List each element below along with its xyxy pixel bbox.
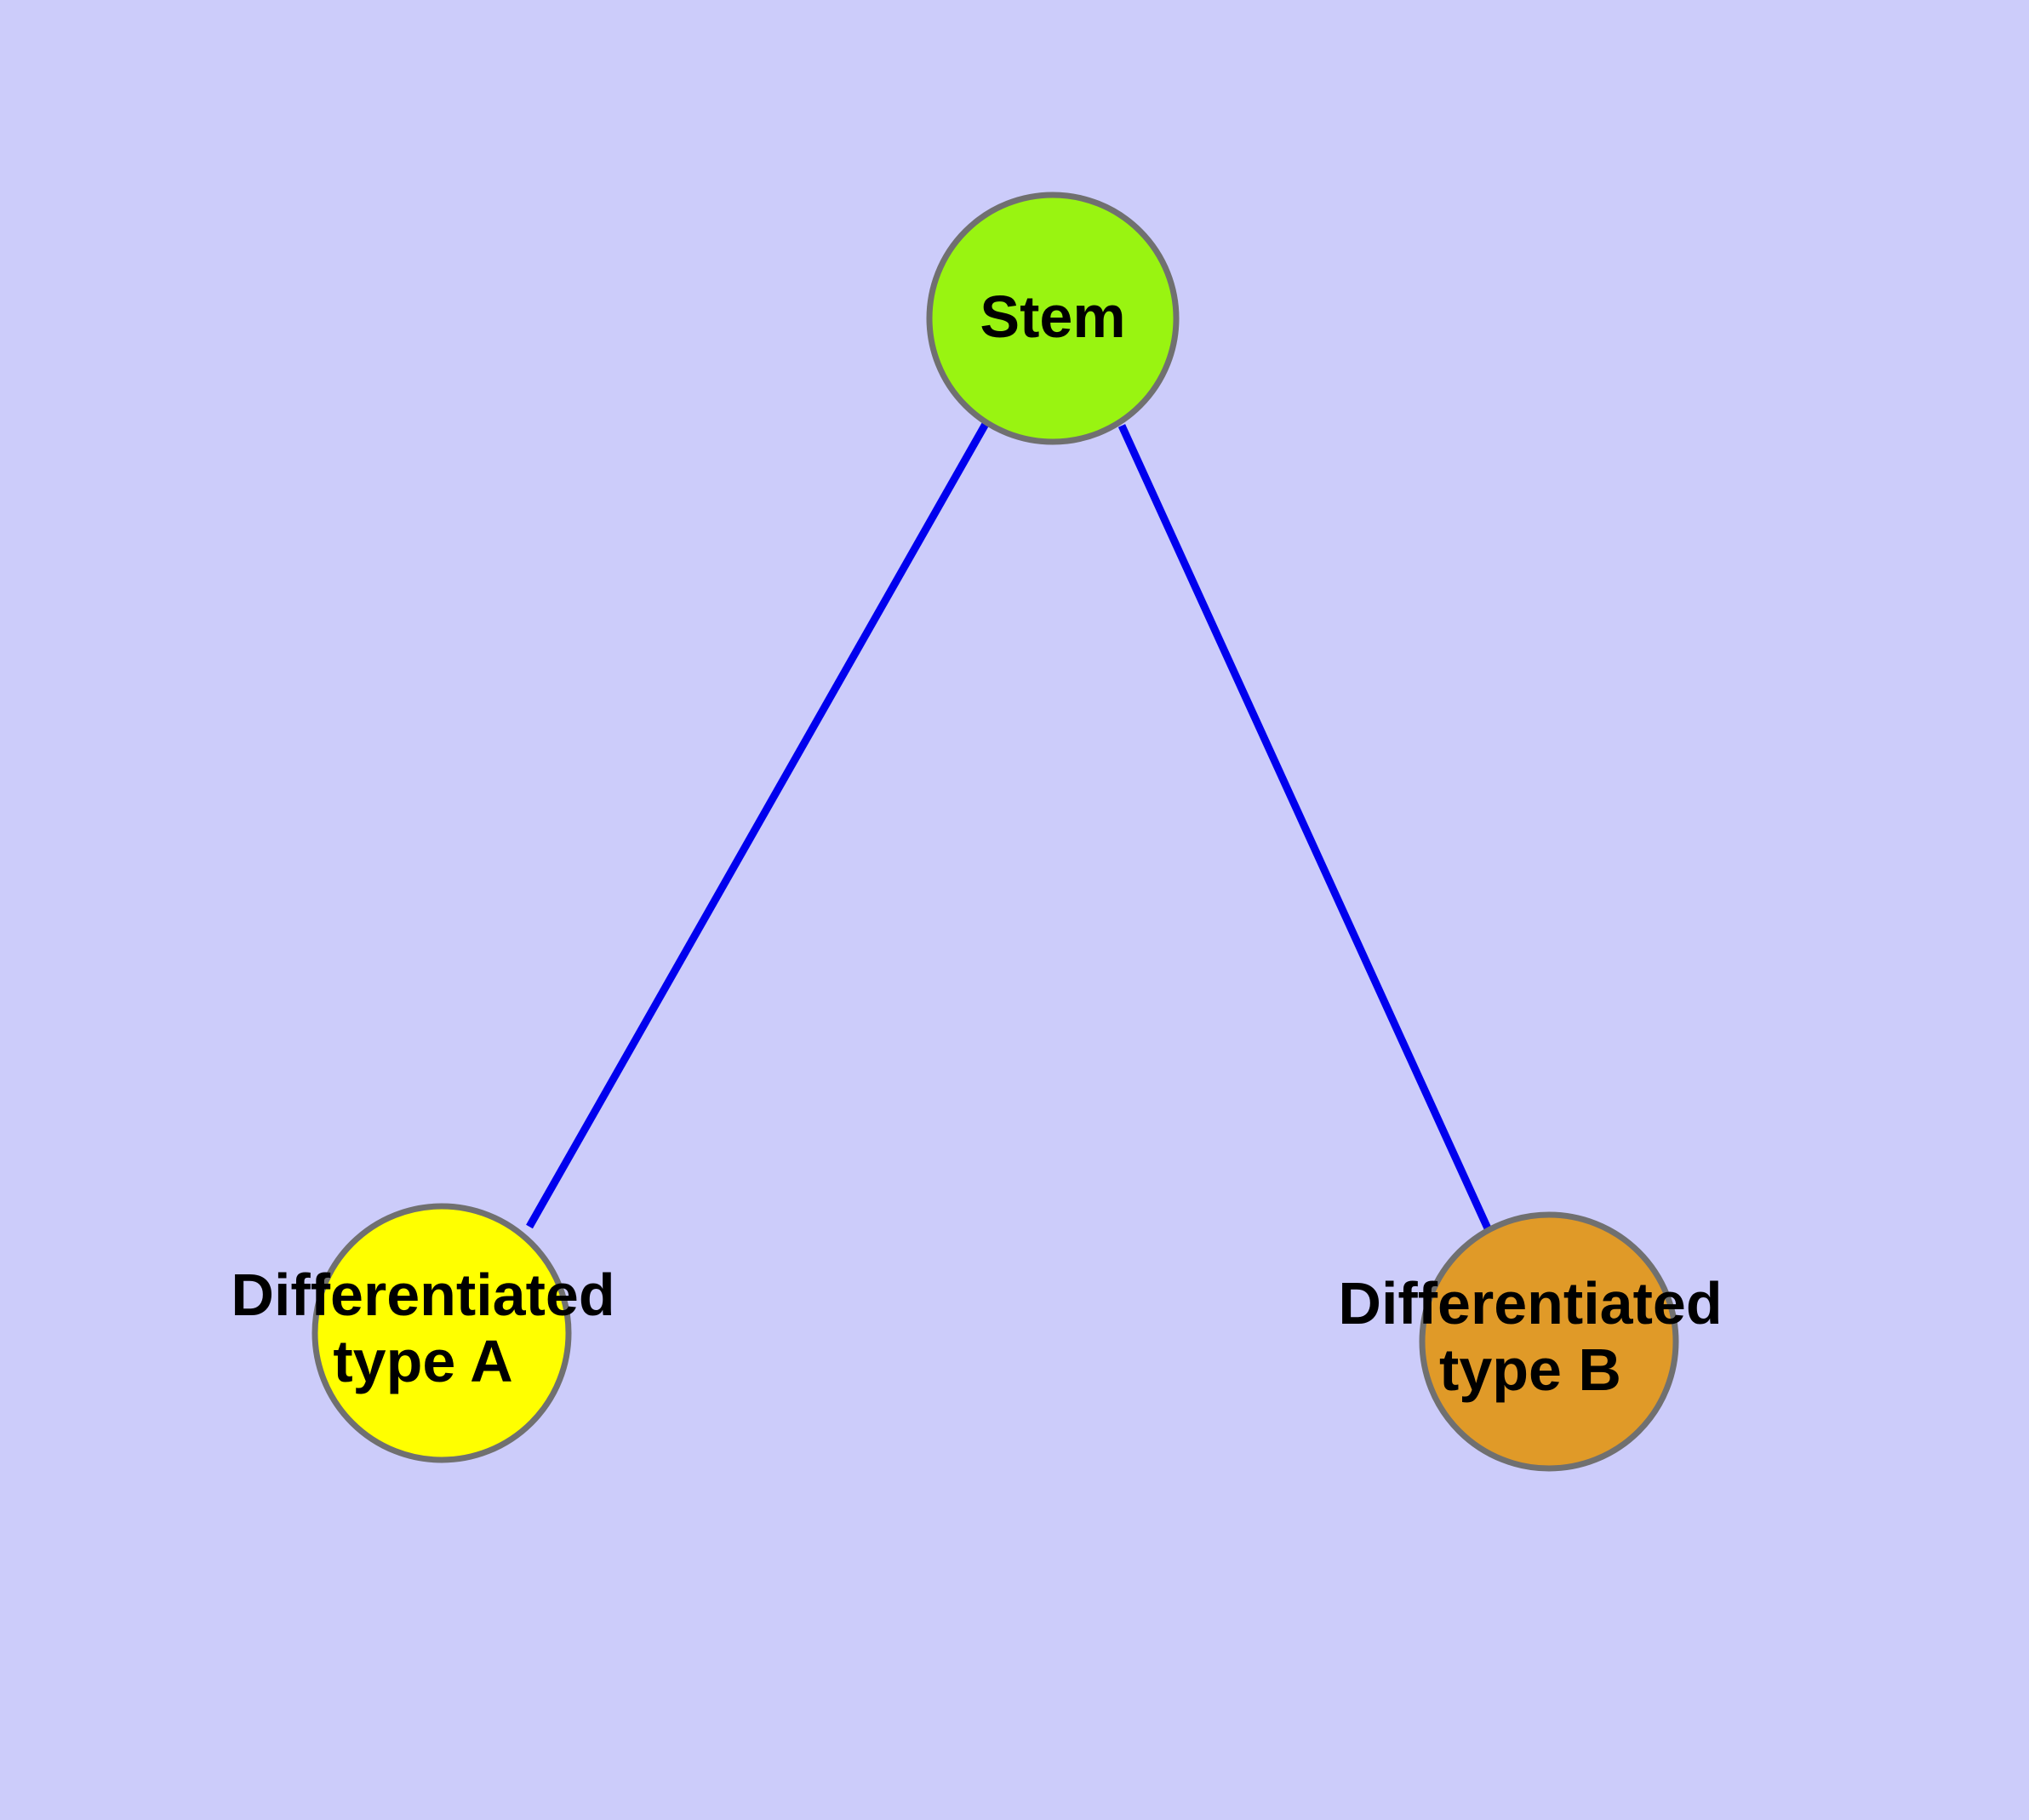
node-differentiated-type-b[interactable] [1419, 1211, 1679, 1472]
edge-stem-to-differentiated-type-a[interactable] [526, 421, 989, 1229]
node-differentiated-type-a[interactable] [311, 1203, 572, 1463]
node-label-line: Differentiated [231, 1262, 614, 1328]
node-label-line: type A [333, 1329, 512, 1395]
node-label-line: Differentiated [1338, 1270, 1722, 1336]
node-label-stem: Stem [980, 283, 1125, 350]
edges-group [526, 421, 1492, 1230]
node-label-line: Stem [980, 283, 1125, 350]
node-stem[interactable] [926, 192, 1180, 445]
node-label-line: type B [1439, 1337, 1621, 1404]
edge-stem-to-differentiated-type-b[interactable] [1117, 424, 1492, 1230]
nodes-group [311, 192, 1679, 1472]
